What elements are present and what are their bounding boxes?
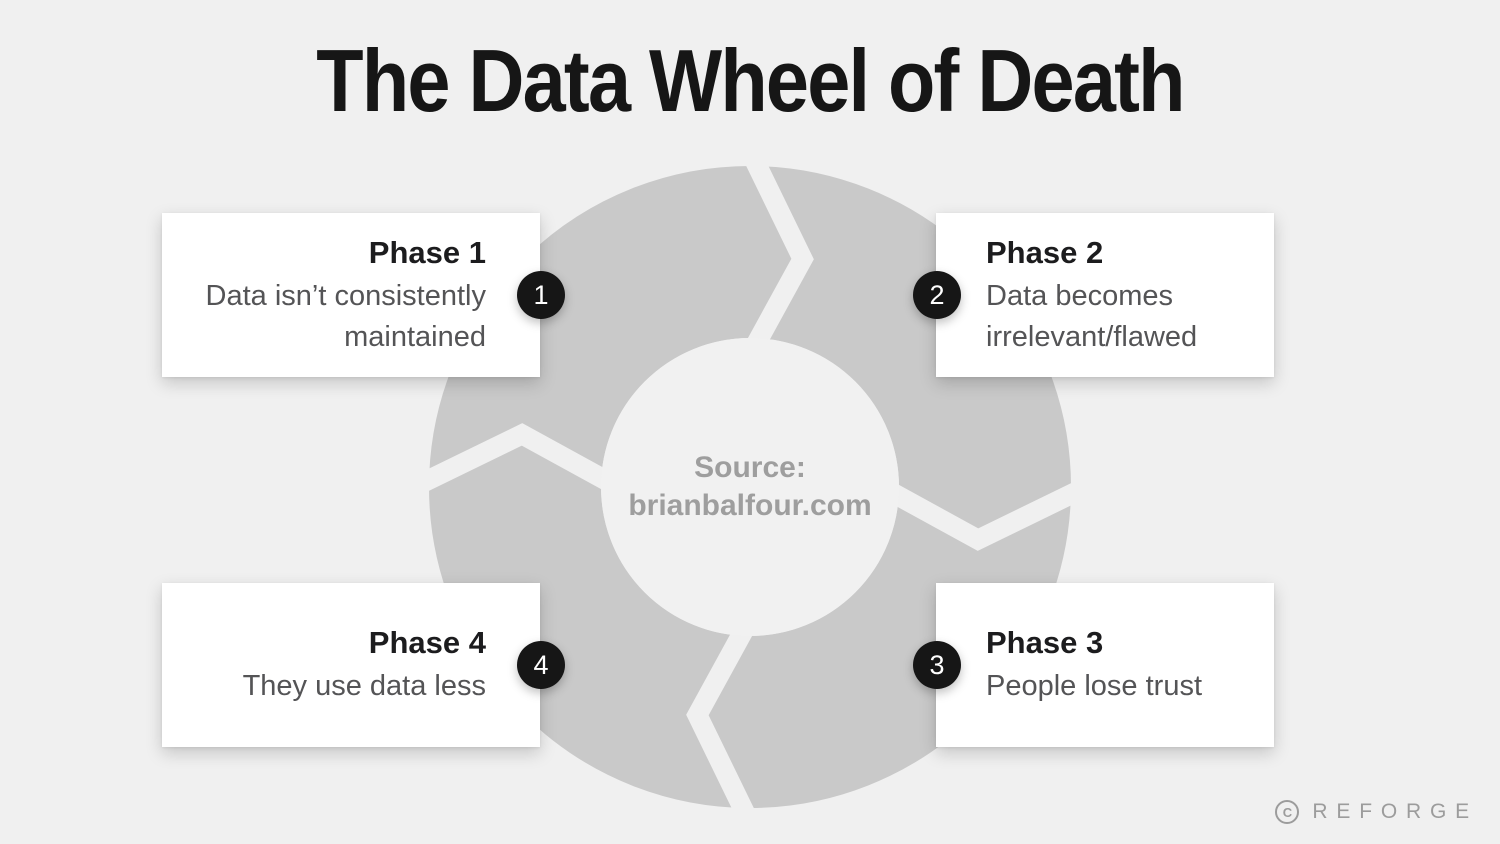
phase-card-1: Phase 1 Data isn’t consistently maintain… — [162, 213, 540, 377]
chevron-gap-left-icon — [409, 423, 623, 496]
phase-1-title: Phase 1 — [368, 234, 486, 270]
wheel-hub — [601, 338, 899, 636]
phase-2-number-badge: 2 — [913, 271, 961, 319]
phase-3-description: People lose trust — [986, 670, 1203, 702]
chevron-gap-top-icon — [741, 146, 814, 360]
phase-4-number-badge: 4 — [517, 641, 565, 689]
phase-1-description: Data isn’t consistently maintained — [205, 279, 486, 353]
phase-1-number-badge: 1 — [517, 271, 565, 319]
wheel-ring — [429, 166, 1071, 808]
source-label: Source: brianbalfour.com — [600, 449, 900, 525]
chevron-gap-right-icon — [877, 478, 1091, 551]
phase-3-title: Phase 3 — [986, 625, 1104, 660]
source-label-line2: brianbalfour.com — [628, 489, 872, 522]
page-title: The Data Wheel of Death — [316, 31, 1185, 130]
phase-4-description: They use data less — [242, 670, 486, 702]
reforge-logo: C REFORGE — [1275, 800, 1478, 824]
phase-card-4: Phase 4 They use data less — [162, 583, 540, 747]
phase-3-number-badge: 3 — [913, 641, 961, 689]
phase-card-2: Phase 2 Data becomes irrelevant/flawed — [936, 213, 1274, 377]
phase-card-3: Phase 3 People lose trust — [936, 583, 1274, 747]
copyright-icon: C — [1275, 800, 1300, 824]
brand-name: REFORGE — [1312, 800, 1478, 823]
phase-2-description: Data becomes irrelevant/flawed — [986, 279, 1198, 353]
source-label-line1: Source: — [694, 451, 806, 484]
phase-2-title: Phase 2 — [986, 234, 1104, 270]
phase-4-title: Phase 4 — [368, 625, 486, 660]
chevron-gap-bottom-icon — [686, 614, 759, 828]
